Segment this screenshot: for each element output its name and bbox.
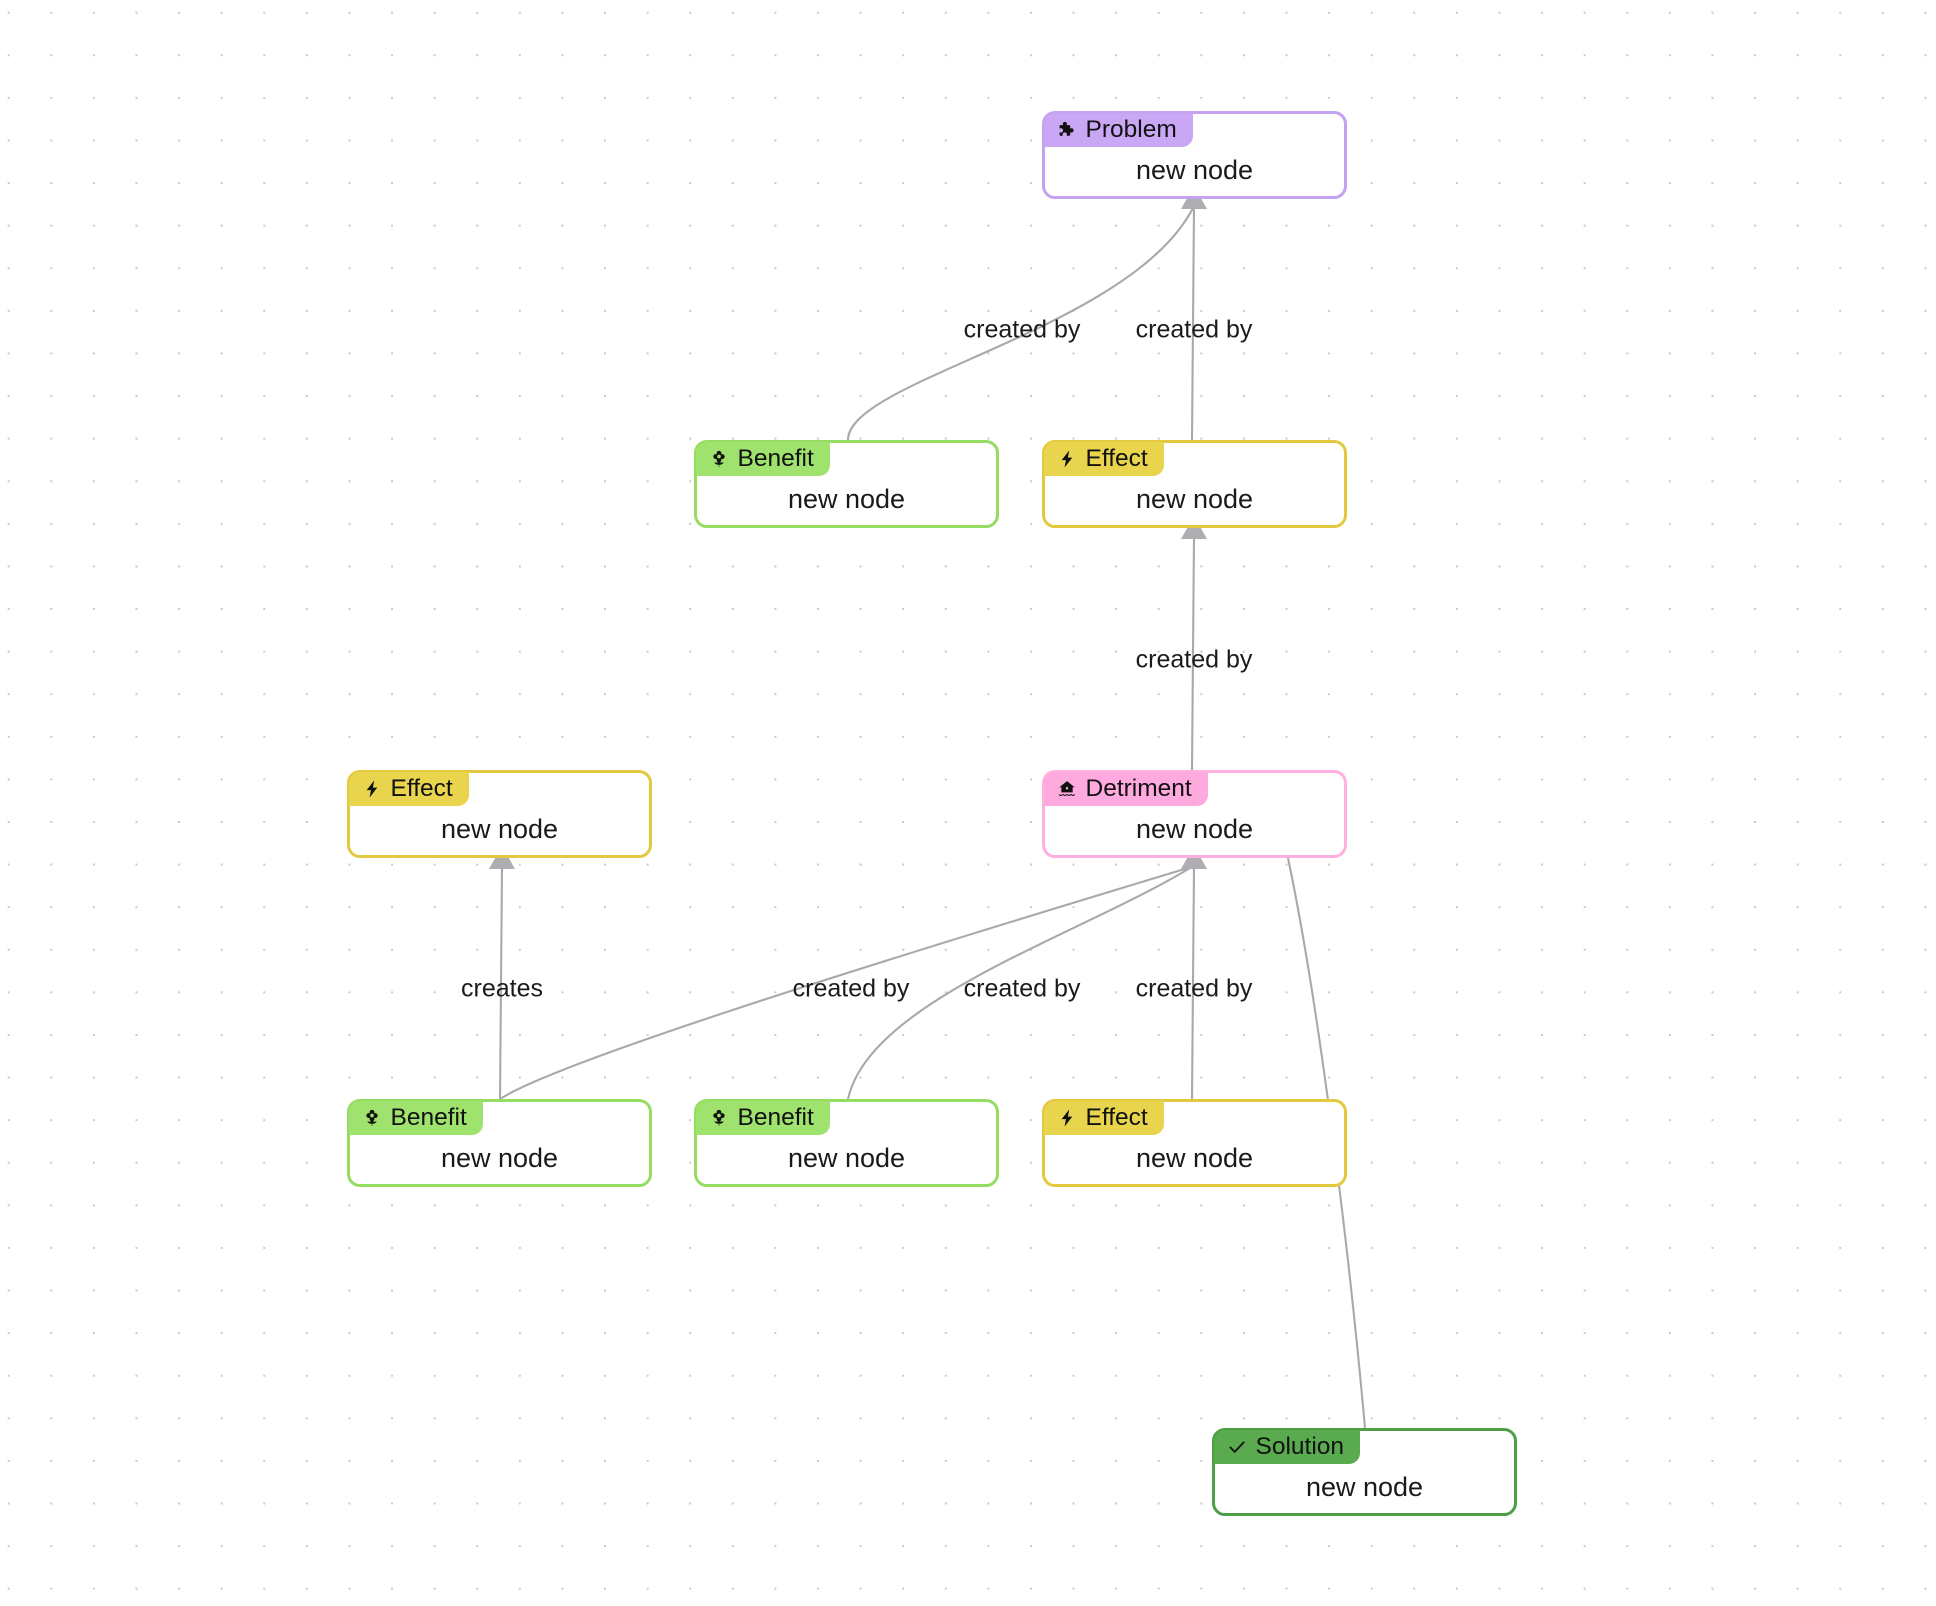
graph-node-effect[interactable]: Effect new node: [347, 770, 652, 858]
node-title[interactable]: new node: [1135, 813, 1254, 844]
node-title[interactable]: new node: [1135, 483, 1254, 514]
node-type-label: Problem: [1085, 115, 1177, 143]
node-type-label: Benefit: [737, 1103, 814, 1131]
graph-node-benefit[interactable]: Benefit new node: [347, 1099, 652, 1187]
node-type-label: Benefit: [390, 1103, 467, 1131]
node-type-badge[interactable]: Problem: [1043, 112, 1193, 147]
node-type-badge[interactable]: Benefit: [695, 1100, 830, 1135]
node-type-badge[interactable]: Effect: [1043, 441, 1164, 476]
node-type-label: Effect: [1085, 1103, 1148, 1131]
edge-label[interactable]: creates: [461, 974, 543, 1003]
node-type-badge[interactable]: Effect: [1043, 1100, 1164, 1135]
node-type-label: Effect: [390, 774, 453, 802]
flower-icon: [709, 448, 730, 469]
flooded-house-icon: [1057, 778, 1078, 799]
edge-label[interactable]: created by: [1135, 645, 1253, 674]
node-type-badge[interactable]: Benefit: [695, 441, 830, 476]
lightning-bolt-icon: [1057, 448, 1078, 469]
flower-icon: [362, 1107, 383, 1128]
edge-label[interactable]: created by: [963, 974, 1081, 1003]
node-title[interactable]: new node: [440, 813, 559, 844]
node-type-badge[interactable]: Solution: [1213, 1429, 1361, 1464]
lightning-bolt-icon: [362, 778, 383, 799]
edge-label[interactable]: created by: [792, 974, 910, 1003]
puzzle-piece-icon: [1057, 119, 1078, 140]
edge-label[interactable]: created by: [963, 315, 1081, 344]
lightning-bolt-icon: [1057, 1107, 1078, 1128]
node-title[interactable]: new node: [1135, 1142, 1254, 1173]
graph-node-benefit[interactable]: Benefit new node: [694, 440, 999, 528]
node-title[interactable]: new node: [1135, 154, 1254, 185]
node-type-badge[interactable]: Effect: [348, 771, 469, 806]
node-title[interactable]: new node: [440, 1142, 559, 1173]
node-type-label: Effect: [1085, 444, 1148, 472]
node-type-label: Detriment: [1085, 774, 1192, 802]
node-type-badge[interactable]: Benefit: [348, 1100, 483, 1135]
node-title[interactable]: new node: [1305, 1471, 1424, 1502]
graph-node-detriment[interactable]: Detriment new node: [1042, 770, 1347, 858]
check-icon: [1227, 1436, 1248, 1457]
edge-label[interactable]: created by: [1135, 974, 1253, 1003]
flower-icon: [709, 1107, 730, 1128]
edge-label[interactable]: created by: [1135, 315, 1253, 344]
graph-node-effect[interactable]: Effect new node: [1042, 440, 1347, 528]
node-title[interactable]: new node: [787, 1142, 906, 1173]
node-title[interactable]: new node: [787, 483, 906, 514]
node-type-label: Solution: [1255, 1432, 1345, 1460]
graph-node-benefit[interactable]: Benefit new node: [694, 1099, 999, 1187]
graph-node-solution[interactable]: Solution new node: [1212, 1428, 1517, 1516]
graph-node-effect[interactable]: Effect new node: [1042, 1099, 1347, 1187]
node-type-badge[interactable]: Detriment: [1043, 771, 1208, 806]
graph-node-problem[interactable]: Problem new node: [1042, 111, 1347, 199]
node-type-label: Benefit: [737, 444, 814, 472]
